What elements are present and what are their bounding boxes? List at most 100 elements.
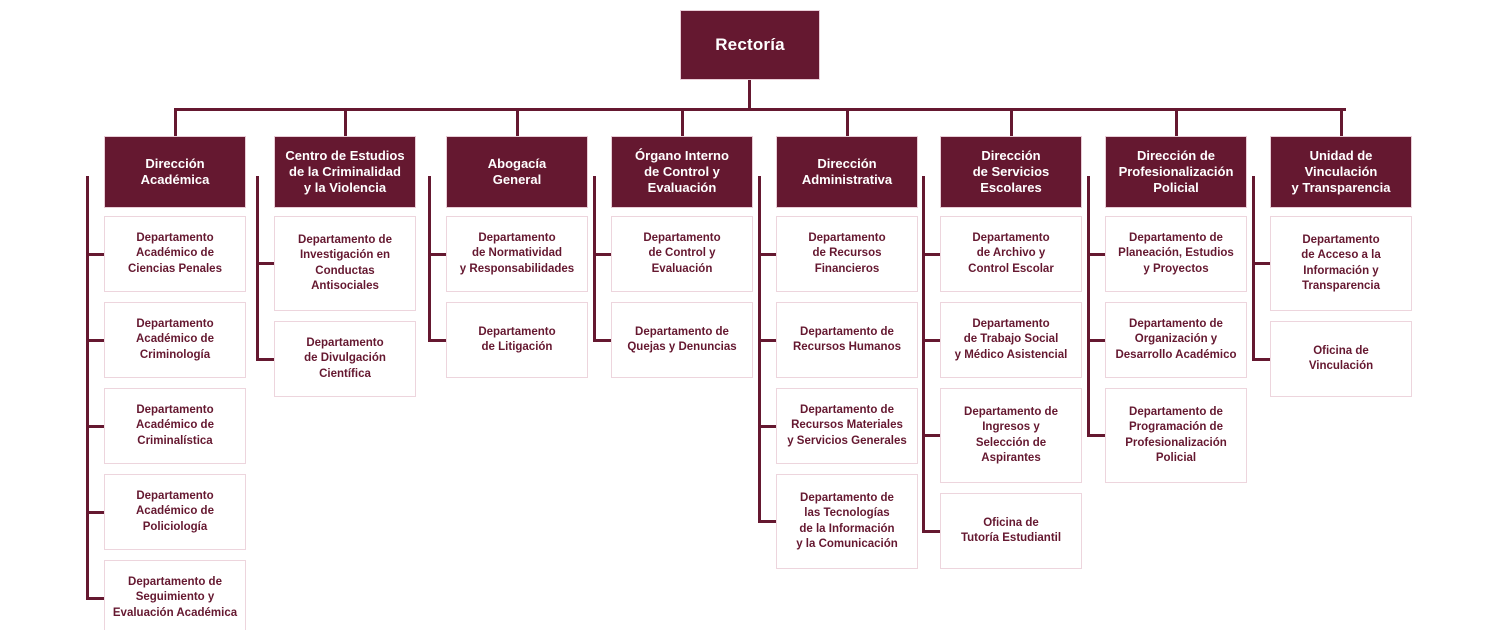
column-spine-connector [1087, 176, 1090, 436]
column-drop-connector [1339, 108, 1343, 136]
child-stub-connector [86, 252, 104, 256]
child-stub-connector [593, 252, 611, 256]
child-stub-connector [86, 510, 104, 514]
root-node-rectoria[interactable]: Rectoría [680, 10, 820, 80]
column-spine-connector [593, 176, 596, 340]
child-stub-connector [1252, 262, 1270, 265]
root-node-label: Rectoría [715, 34, 785, 54]
column-drop-connector [343, 108, 347, 136]
child-stub-connector [758, 520, 776, 523]
child-stub-connector [1087, 338, 1105, 342]
child-stub-connector [1087, 252, 1105, 256]
child-stub-connector [758, 424, 776, 428]
distribution-bus-connector [174, 108, 1346, 111]
column-spine-connector [86, 176, 89, 598]
child-stub-connector [256, 262, 274, 265]
child-stub-connector [922, 252, 940, 256]
column-spine-connector [428, 176, 431, 340]
column-drop-connector [1174, 108, 1178, 136]
child-stub-connector [758, 252, 776, 256]
column-drop-connector [515, 108, 519, 136]
column-spine-connector [758, 176, 761, 522]
child-stub-connector [922, 434, 940, 437]
column-spine-connector [922, 176, 925, 531]
column-drop-connector [173, 108, 177, 136]
child-stub-connector [428, 252, 446, 256]
column-drop-connector [1009, 108, 1013, 136]
child-stub-connector [1252, 357, 1270, 361]
column-spine-connector [256, 176, 259, 359]
child-stub-connector [1087, 434, 1105, 437]
child-stub-connector [922, 529, 940, 533]
column-drop-connector [680, 108, 684, 136]
child-stub-connector [758, 338, 776, 342]
child-stub-connector [86, 424, 104, 428]
